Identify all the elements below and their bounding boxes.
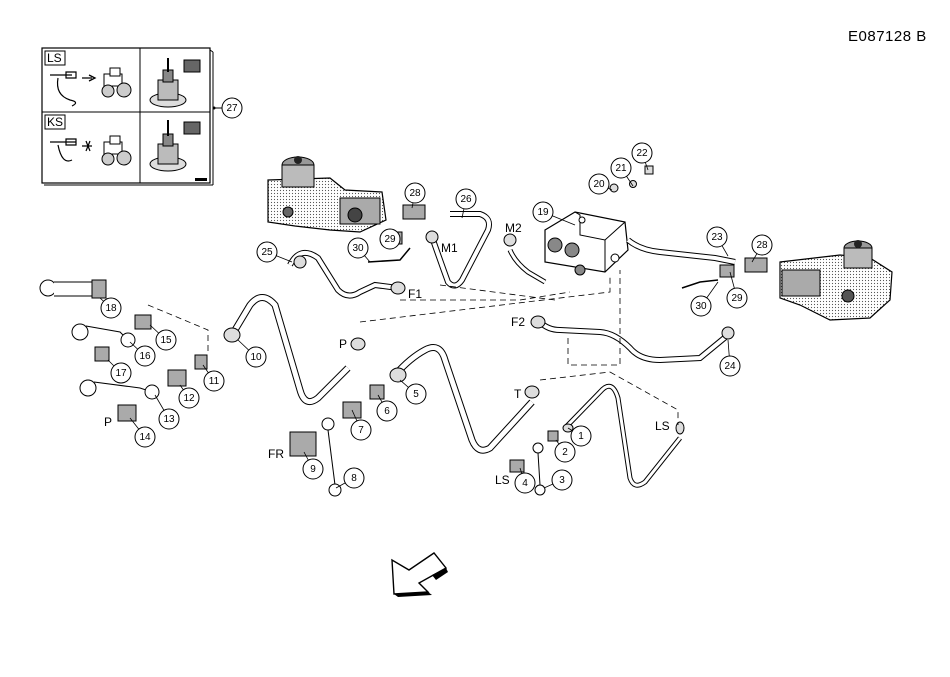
callout-label: 30 [352, 243, 364, 254]
port-label-f2: F2 [511, 315, 525, 329]
callout-8: 8 [344, 468, 364, 488]
callout-label: 30 [695, 301, 707, 312]
port-label-p: P [339, 337, 347, 351]
callout-30: 30 [691, 296, 711, 316]
hose-fittings [224, 231, 734, 434]
callout-27: 27 [222, 98, 242, 118]
callout-label: 8 [351, 473, 357, 484]
callout-label: 2 [562, 447, 568, 458]
callout-2: 2 [555, 442, 575, 462]
callout-label: 12 [183, 393, 195, 404]
callout-20: 20 [589, 174, 609, 194]
callout-label: 24 [724, 361, 736, 372]
callout-label: 26 [460, 194, 472, 205]
callout-label: 1 [578, 431, 584, 442]
callout-7: 7 [351, 420, 371, 440]
front-arrow-icon [392, 553, 448, 597]
callout-label: 27 [226, 103, 238, 114]
callout-label: 15 [160, 335, 172, 346]
inset-tag-ls: LS [47, 51, 62, 65]
callout-label: 19 [537, 207, 549, 218]
callout-10: 10 [246, 347, 266, 367]
callout-21: 21 [611, 158, 631, 178]
callout-label: 9 [310, 464, 316, 475]
callout-29: 29 [380, 229, 400, 249]
callout-17: 17 [111, 363, 131, 383]
callout-23: 23 [707, 227, 727, 247]
port-label-m2: M2 [505, 221, 522, 235]
callout-label: 20 [593, 179, 605, 190]
callout-29: 29 [727, 288, 747, 308]
callout-1: 1 [571, 426, 591, 446]
callout-label: 4 [522, 478, 528, 489]
callout-12: 12 [179, 388, 199, 408]
callout-3: 3 [552, 470, 572, 490]
callout-label: 23 [711, 232, 723, 243]
callout-label: 7 [358, 425, 364, 436]
callout-4: 4 [515, 473, 535, 493]
right-pump-assembly [780, 240, 892, 320]
callout-label: 6 [384, 406, 390, 417]
callout-label: 10 [250, 352, 262, 363]
callout-14: 14 [135, 427, 155, 447]
callout-label: 28 [756, 240, 768, 251]
callout-6: 6 [377, 401, 397, 421]
callout-label: 14 [139, 432, 151, 443]
drawing-id: E087128 B [848, 28, 927, 45]
callout-5: 5 [406, 384, 426, 404]
valve-block [545, 212, 628, 275]
callout-leaders [100, 153, 762, 488]
callout-28: 28 [752, 235, 772, 255]
callout-label: 5 [413, 389, 419, 400]
port-label-ls: LS [655, 419, 670, 433]
callout-24: 24 [720, 356, 740, 376]
port-label-t: T [514, 387, 522, 401]
callout-label: 29 [731, 293, 743, 304]
port-label-p: P [104, 415, 112, 429]
port-label-f1: F1 [408, 287, 422, 301]
callout-label: 18 [105, 303, 117, 314]
callout-label: 22 [636, 148, 648, 159]
callout-9: 9 [303, 459, 323, 479]
callout-18: 18 [101, 298, 121, 318]
callout-13: 13 [159, 409, 179, 429]
callout-30: 30 [348, 238, 368, 258]
callout-label: 29 [384, 234, 396, 245]
callout-label: 13 [163, 414, 175, 425]
callout-28: 28 [405, 183, 425, 203]
callout-label: 25 [261, 247, 273, 258]
inset-tag-ks: KS [47, 115, 63, 129]
callout-25: 25 [257, 242, 277, 262]
callout-22: 22 [632, 143, 652, 163]
port-label-m1: M1 [441, 241, 458, 255]
callout-label: 16 [139, 351, 151, 362]
port-label-ls: LS [495, 473, 510, 487]
callout-11: 11 [204, 371, 224, 391]
inset-panel: LS KS [42, 48, 222, 185]
left-pump-assembly [268, 156, 386, 232]
callout-15: 15 [156, 330, 176, 350]
callout-label: 3 [559, 475, 565, 486]
callout-label: 11 [209, 376, 220, 387]
port-label-fr: FR [268, 447, 284, 461]
callout-label: 21 [615, 163, 627, 174]
callout-26: 26 [456, 189, 476, 209]
callout-16: 16 [135, 346, 155, 366]
callout-19: 19 [533, 202, 553, 222]
callout-label: 17 [115, 368, 127, 379]
callout-label: 28 [409, 188, 421, 199]
